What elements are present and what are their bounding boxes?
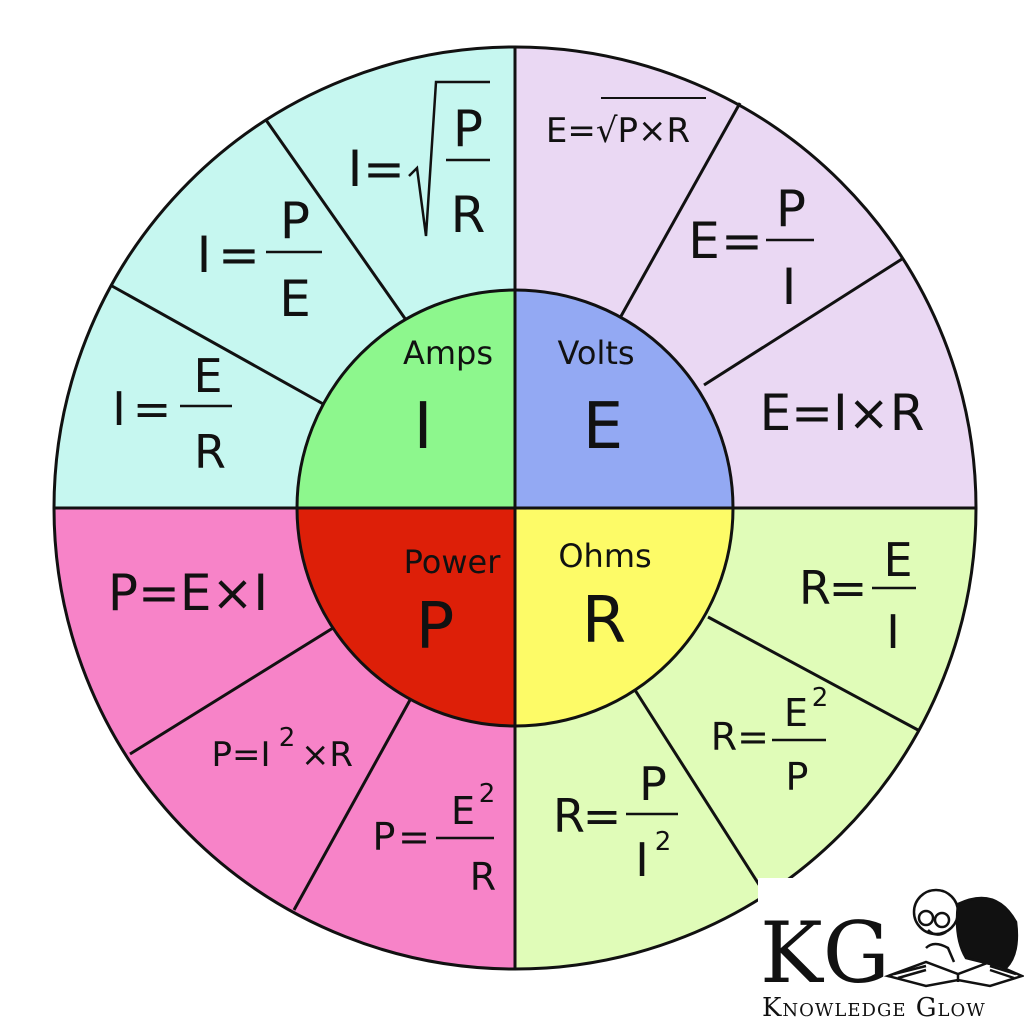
svg-text:P: P <box>453 100 483 158</box>
svg-text:P: P <box>776 180 806 238</box>
formula-i-sqrt-p-over-r: I = P R <box>348 80 490 244</box>
svg-text:2: 2 <box>655 827 672 857</box>
svg-text:I: I <box>635 833 649 887</box>
svg-text:2: 2 <box>479 779 496 809</box>
svg-text:P: P <box>280 192 310 250</box>
svg-text:=: = <box>721 212 763 270</box>
svg-text:=: = <box>583 789 622 843</box>
power-label: Power <box>404 543 502 581</box>
volts-symbol: E <box>583 390 623 464</box>
power-inner-quadrant <box>297 508 515 726</box>
svg-text:E: E <box>784 691 808 735</box>
svg-text:P: P <box>786 755 809 799</box>
svg-text:P: P <box>639 757 667 811</box>
svg-text:E: E <box>451 789 475 833</box>
svg-text:R: R <box>799 561 831 615</box>
svg-text:R: R <box>470 855 496 899</box>
svg-text:=: = <box>737 715 769 759</box>
knowledge-glow-logo: KG Knowledge Glow <box>758 878 1024 1024</box>
svg-text:2: 2 <box>812 683 829 713</box>
segment-dividers <box>54 47 976 969</box>
svg-text:P=I: P=I <box>211 735 270 775</box>
svg-text:=: = <box>363 140 405 198</box>
formula-r-e-squared-over-p: R = E 2 P <box>711 683 828 799</box>
svg-text:=: = <box>218 226 260 284</box>
amps-label: Amps <box>403 334 493 372</box>
radical-sign <box>408 80 490 237</box>
svg-text:E: E <box>279 270 311 328</box>
svg-text:E: E <box>688 212 720 270</box>
svg-text:R: R <box>553 789 585 843</box>
svg-text:R: R <box>711 715 737 759</box>
amps-inner-quadrant <box>297 290 515 508</box>
svg-text:R: R <box>194 425 226 479</box>
svg-text:=: = <box>829 561 868 615</box>
svg-text:R: R <box>451 186 486 244</box>
amps-symbol: I <box>414 390 433 464</box>
ohms-inner-quadrant <box>515 508 733 726</box>
svg-text:I: I <box>112 382 126 436</box>
ohms-symbol: R <box>582 584 626 658</box>
svg-text:×R: ×R <box>301 735 353 775</box>
formula-e-i-times-r: E=I×R <box>760 384 925 442</box>
formula-r-p-over-i-squared: R = P I 2 <box>553 757 678 887</box>
svg-text:=: = <box>133 382 172 436</box>
formula-p-i-squared-times-r: P=I 2 ×R <box>211 723 353 775</box>
logo-mark: KG <box>760 904 890 1002</box>
formula-r-e-over-i: R = E I <box>799 533 916 659</box>
formula-p-e-times-i: P=E×I <box>108 564 268 622</box>
volts-label: Volts <box>557 334 634 372</box>
volts-inner-quadrant <box>515 290 733 508</box>
svg-text:P: P <box>373 815 396 859</box>
ohms-label: Ohms <box>558 537 651 575</box>
logo-name: Knowledge Glow <box>762 993 986 1023</box>
svg-text:I: I <box>197 226 212 284</box>
formula-i-e-over-r: I = E R <box>112 349 232 479</box>
formula-e-sqrt-p-times-r: E=√P×R <box>546 111 690 151</box>
svg-text:E: E <box>193 349 222 403</box>
power-symbol: P <box>416 590 455 664</box>
svg-text:E: E <box>883 533 912 587</box>
svg-text:2: 2 <box>279 723 296 753</box>
svg-text:I: I <box>348 140 363 198</box>
outer-ring <box>52 45 978 971</box>
svg-text:=: = <box>398 815 430 859</box>
formula-p-e-squared-over-r: P = E 2 R <box>373 779 497 899</box>
svg-text:I: I <box>782 258 797 316</box>
formula-e-p-over-i: E = P I <box>688 180 814 316</box>
svg-text:I: I <box>886 605 900 659</box>
reader-illustration-icon <box>883 888 1024 988</box>
formula-i-p-over-e: I = P E <box>197 192 322 328</box>
